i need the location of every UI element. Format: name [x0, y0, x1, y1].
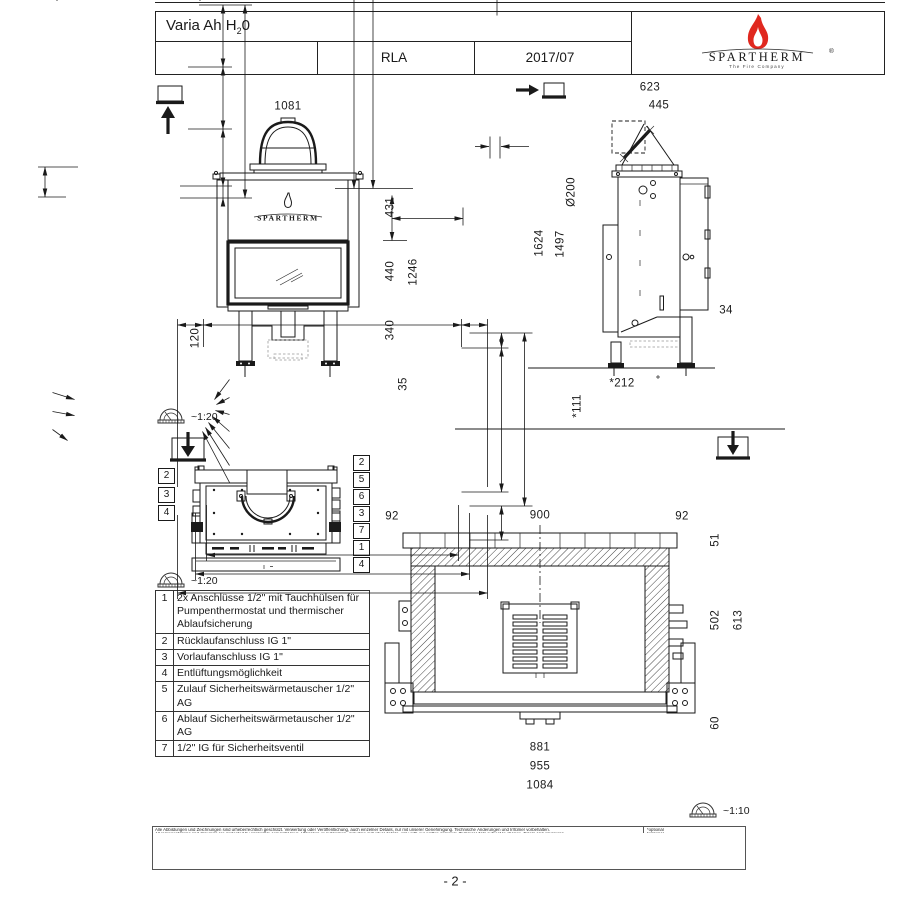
disclaimer-line: All representations and drawings are pro… [155, 832, 641, 833]
side-view-direction-icon [516, 82, 566, 99]
legend-text: Entlüftungsmöglichkeit [173, 665, 370, 683]
side-dim-gap: 34 [718, 304, 734, 317]
side-dim-back-offset: *212 [608, 377, 636, 390]
title-block-divider [317, 41, 318, 74]
disclaimer-line: Alle Abbildungen und Zeichnungen sind ur… [155, 828, 550, 832]
front-view-drawing [38, 0, 364, 377]
front-view-logo-text: SPARTHERM [257, 213, 319, 223]
plan-callout-right: 4 [353, 557, 370, 573]
plan-callout-right: 2 [353, 455, 370, 471]
front-dim-foot: 35 [397, 376, 410, 392]
section-dim-left-offset: 92 [384, 510, 400, 523]
scale-protractor-icon [688, 802, 718, 818]
plan-callout-right: 3 [353, 506, 370, 522]
title-block [155, 11, 885, 75]
plan-view-drawing [52, 379, 341, 572]
plan-scale-label: ~1:20 [191, 575, 218, 587]
section-dim-plate: 51 [709, 532, 722, 548]
section-dim-body: 502 [709, 608, 722, 632]
page-number: - 2 - [443, 873, 467, 889]
optional-note: *optional [647, 828, 664, 832]
section-dim-bottom: 60 [709, 715, 722, 731]
disclaimer-text-column: Alle Abbildungen und Zeichnungen sind ur… [153, 827, 644, 834]
disclaimer-box: Alle Abbildungen und Zeichnungen sind ur… [152, 826, 746, 870]
plan-callout-right: 6 [353, 489, 370, 505]
legend-text: Ablauf Sicherheitswärmetauscher 1/2" AG [173, 710, 370, 742]
side-dim-total-height: 1624 [533, 228, 546, 258]
title-block-divider [156, 41, 631, 42]
plan-callout-left: 4 [158, 505, 175, 521]
front-dim-upper: 431 [384, 195, 397, 219]
front-dim-width: 1081 [273, 100, 303, 113]
front-dim-leg: 120 [189, 326, 202, 350]
plan-callout-left: 3 [158, 487, 175, 503]
side-view-drawing [335, 0, 715, 379]
legend-num: 3 [155, 648, 174, 667]
scale-protractor-icon [156, 572, 186, 588]
date-label: 2017/07 [525, 50, 575, 65]
side-dim-body-height: 1497 [554, 229, 567, 259]
side-dim-floor-offset: *111 [571, 393, 584, 419]
revision-code: RLA [380, 50, 408, 65]
model-title: Varia Ah H20 [166, 17, 250, 36]
brand-flame-icon [747, 14, 769, 49]
legend-text: Rücklaufanschluss IG 1" [173, 632, 370, 650]
legend-num: 1 [155, 590, 174, 634]
section-dim-right-offset: 92 [674, 510, 690, 523]
front-dim-window: 440 [384, 259, 397, 283]
section-dim-overall: 1084 [525, 779, 555, 792]
title-block-divider [631, 12, 632, 74]
front-scale-label: ~1:20 [191, 411, 218, 423]
plan-callout-left: 2 [158, 468, 175, 484]
sheet-top-rule [155, 2, 885, 3]
front-view-direction-icon [156, 85, 184, 134]
legend-num: 7 [155, 740, 174, 758]
brand-swoosh [701, 48, 814, 54]
side-dim-flue-diameter: Ø200 [565, 176, 578, 208]
optional-note: *optional [647, 832, 742, 833]
legend-text: Vorlaufanschluss IG 1" [173, 648, 370, 667]
section-scale-label: ~1:10 [723, 805, 750, 817]
legend-text: 1/2" IG für Sicherheitsventil [173, 740, 370, 758]
section-dim-mid: 955 [528, 760, 552, 773]
side-dim-flue-offset: 445 [647, 99, 671, 112]
legend-num: 5 [155, 681, 174, 712]
brand-tagline: The Fire Company [729, 64, 785, 69]
legend-text: Zulauf Sicherheitswärmetauscher 1/2" AG [173, 681, 370, 712]
plan-callout-right: 1 [353, 540, 370, 556]
legend-num: 2 [155, 632, 174, 650]
registered-mark: ® [829, 48, 834, 55]
legend-text: 2x Anschlüsse 1/2" mit Tauchhülsen für P… [173, 590, 370, 634]
legend-num: 4 [155, 665, 174, 683]
section-dim-total: 613 [732, 608, 745, 632]
optional-note-column: *optional *optional *option *optionale *… [644, 827, 745, 833]
scale-protractor-icon [156, 408, 186, 424]
section-view-drawing [177, 319, 785, 725]
brand-name: SPARTHERM [708, 50, 806, 64]
title-block-divider [474, 41, 475, 74]
front-dim-lower: 340 [384, 318, 397, 342]
plan-callout-right: 5 [353, 472, 370, 488]
front-dim-total: 1246 [407, 257, 420, 287]
legend-num: 6 [155, 710, 174, 742]
plan-callout-right: 7 [353, 523, 370, 539]
section-dim-width: 900 [528, 509, 552, 522]
section-dim-inner: 881 [528, 741, 552, 754]
side-dim-depth: 623 [638, 81, 662, 94]
